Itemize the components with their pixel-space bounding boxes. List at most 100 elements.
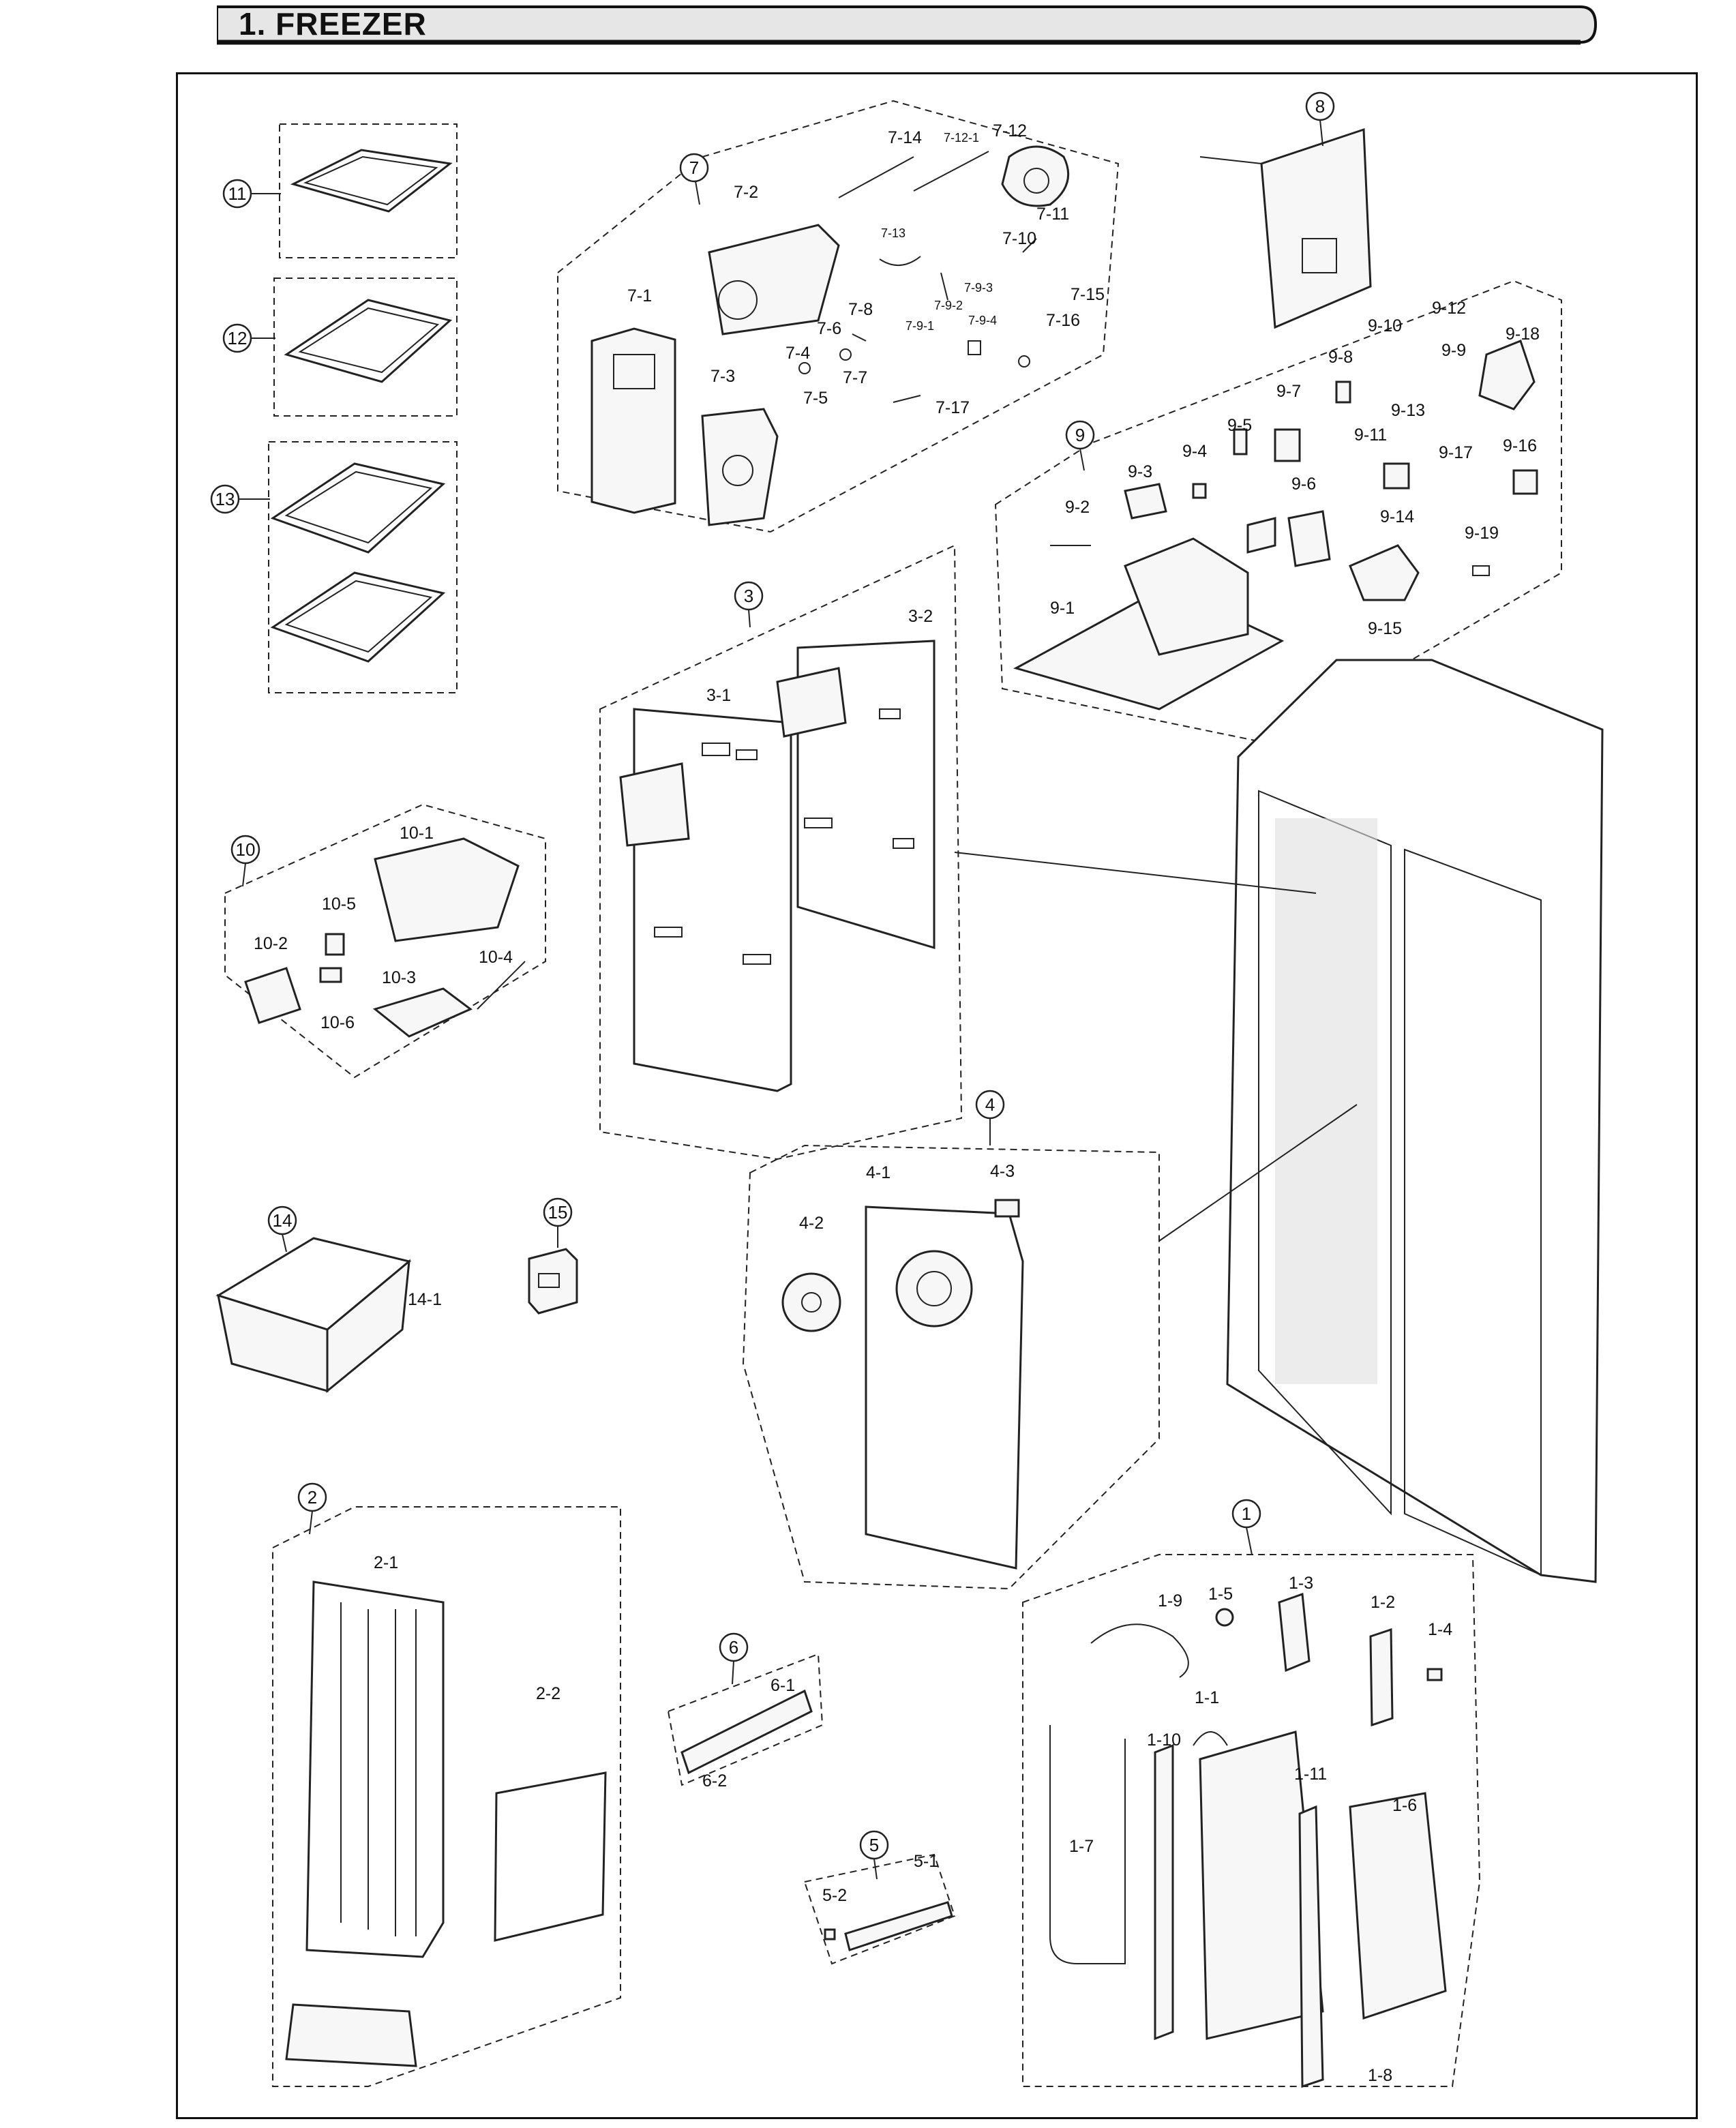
part-label-9-8: 9-8	[1328, 348, 1353, 367]
part-label-9-10: 9-10	[1368, 316, 1402, 335]
group-number-15: 15	[548, 1202, 568, 1223]
part-label-5-2: 5-2	[822, 1886, 847, 1905]
part-label-7-14: 7-14	[888, 128, 922, 147]
part-label-10-6: 10-6	[320, 1013, 355, 1032]
part-label-9-4: 9-4	[1182, 442, 1207, 461]
part-label-2-1: 2-1	[374, 1553, 398, 1572]
group-14	[215, 1237, 412, 1394]
group-callout-5: 5	[859, 1830, 889, 1880]
group-number-3: 3	[744, 586, 753, 606]
group-number-6: 6	[729, 1637, 738, 1658]
group-callout-12: 12	[222, 323, 275, 353]
part-label-7-9-1: 7-9-1	[906, 319, 934, 333]
part-label-9-3: 9-3	[1128, 462, 1152, 481]
part-label-9-16: 9-16	[1503, 436, 1537, 455]
group-number-5: 5	[869, 1835, 879, 1855]
part-label-1-2: 1-2	[1371, 1593, 1395, 1612]
diagram-frame	[176, 72, 1698, 2119]
group-9	[994, 280, 1562, 745]
group-callout-15: 15	[543, 1197, 573, 1248]
part-label-9-14: 9-14	[1380, 507, 1414, 526]
part-label-9-5: 9-5	[1227, 416, 1252, 435]
group-number-9: 9	[1075, 425, 1085, 445]
group-6	[667, 1653, 824, 1786]
part-label-7-11: 7-11	[1036, 205, 1069, 224]
header-bar	[217, 5, 1598, 45]
group-4	[742, 1144, 1160, 1590]
group-callout-6: 6	[719, 1632, 749, 1685]
group-callout-3: 3	[734, 581, 764, 628]
part-label-9-17: 9-17	[1439, 443, 1473, 462]
part-label-7-15: 7-15	[1071, 285, 1105, 304]
part-label-7-10: 7-10	[1002, 229, 1036, 248]
part-label-9-6: 9-6	[1291, 475, 1316, 494]
group-number-10: 10	[236, 839, 256, 860]
group-number-14: 14	[273, 1210, 293, 1231]
part-label-7-4: 7-4	[785, 344, 810, 363]
part-label-9-18: 9-18	[1506, 325, 1540, 344]
part-label-10-4: 10-4	[479, 948, 513, 967]
part-label-1-7: 1-7	[1069, 1837, 1094, 1856]
part-label-7-9-3: 7-9-3	[964, 281, 993, 295]
group-callouts: 11 12 13 7 8 9 3 10 4 14 15 2 6 5 1	[210, 91, 1335, 1880]
part-label-10-1: 10-1	[400, 824, 434, 843]
part-label-1-1: 1-1	[1195, 1688, 1219, 1707]
part-label-1-10: 1-10	[1147, 1730, 1181, 1750]
part-label-10-5: 10-5	[322, 895, 356, 914]
part-label-1-5: 1-5	[1208, 1585, 1233, 1604]
part-label-7-9-4: 7-9-4	[968, 314, 997, 327]
part-label-10-3: 10-3	[382, 968, 416, 987]
part-label-7-12: 7-12	[993, 121, 1027, 140]
group-callout-10: 10	[230, 835, 260, 887]
part-label-2-2: 2-2	[536, 1684, 560, 1703]
group-10	[224, 803, 546, 1079]
group-5	[803, 1853, 956, 1965]
part-label-4-3: 4-3	[990, 1162, 1015, 1181]
group-number-4: 4	[985, 1094, 995, 1115]
part-labels: 7-1 7-2 7-3 7-4 7-5 7-6 7-7 7-8 7-9-1 7-…	[254, 121, 1540, 2085]
part-label-3-2: 3-2	[908, 607, 933, 626]
group-callout-8: 8	[1305, 91, 1335, 147]
part-label-7-6: 7-6	[817, 319, 841, 338]
part-label-9-15: 9-15	[1368, 619, 1402, 638]
part-label-1-11: 1-11	[1294, 1765, 1327, 1784]
group-number-12: 12	[228, 328, 248, 348]
part-label-5-1: 5-1	[914, 1852, 938, 1871]
group-number-2: 2	[308, 1487, 317, 1508]
group-number-11: 11	[228, 183, 247, 204]
group-number-13: 13	[215, 489, 235, 509]
part-label-1-3: 1-3	[1289, 1574, 1313, 1593]
group-number-8: 8	[1315, 96, 1325, 117]
group-callout-2: 2	[297, 1482, 327, 1535]
part-label-7-5: 7-5	[803, 389, 828, 408]
group-callout-13: 13	[210, 484, 270, 514]
group-15	[528, 1248, 578, 1315]
part-label-3-1: 3-1	[706, 686, 731, 705]
part-label-7-12-1: 7-12-1	[944, 131, 979, 145]
part-label-9-1: 9-1	[1050, 599, 1075, 618]
section-title: 1. FREEZER	[239, 6, 427, 42]
part-label-7-3: 7-3	[710, 367, 735, 386]
part-label-9-11: 9-11	[1354, 425, 1387, 445]
part-label-7-1: 7-1	[627, 286, 652, 305]
part-label-9-7: 9-7	[1276, 382, 1301, 401]
part-label-4-2: 4-2	[799, 1214, 824, 1233]
group-7	[557, 100, 1120, 533]
part-label-9-19: 9-19	[1465, 524, 1499, 543]
part-label-4-1: 4-1	[866, 1163, 891, 1182]
fridge-cabinet	[954, 659, 1604, 1583]
part-label-1-4: 1-4	[1428, 1620, 1452, 1639]
part-label-7-9-2: 7-9-2	[934, 299, 963, 312]
part-label-7-13: 7-13	[881, 226, 906, 240]
part-label-7-8: 7-8	[848, 300, 873, 319]
group-callout-4: 4	[975, 1090, 1005, 1145]
part-label-9-12: 9-12	[1432, 299, 1466, 318]
group-8	[1199, 128, 1372, 329]
part-label-6-1: 6-1	[770, 1676, 795, 1695]
part-label-7-17: 7-17	[936, 398, 970, 417]
part-label-6-2: 6-2	[702, 1771, 727, 1790]
group-number-7: 7	[689, 158, 699, 178]
part-label-9-13: 9-13	[1391, 401, 1425, 420]
part-label-7-2: 7-2	[734, 183, 758, 202]
